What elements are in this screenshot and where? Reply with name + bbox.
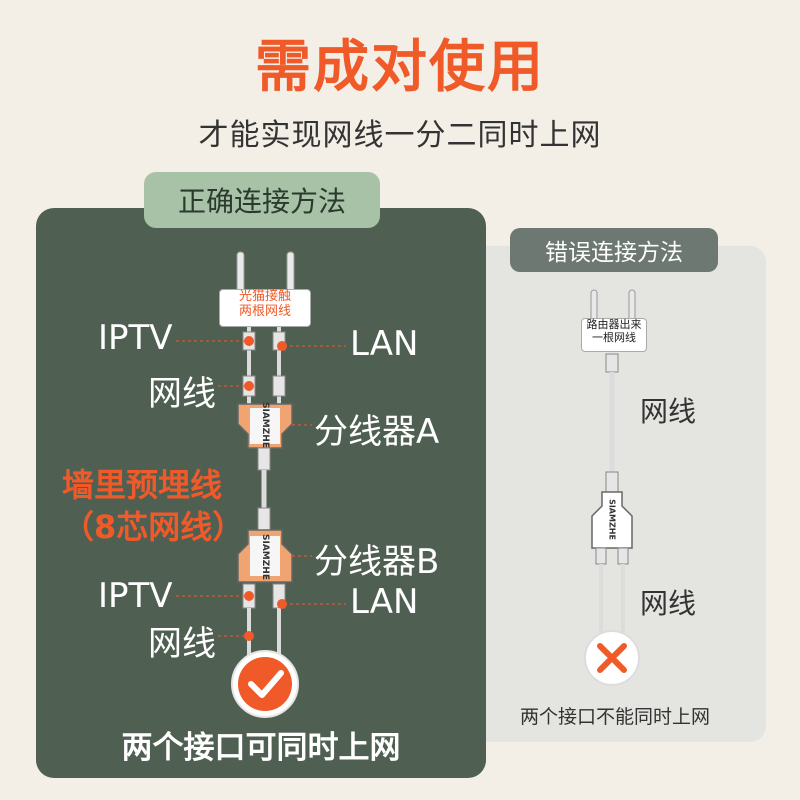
cable-label-bottom: 网线: [148, 624, 216, 664]
wall-cable-sublabel: （8芯网线）: [62, 508, 245, 546]
cross-icon: [584, 630, 640, 686]
correct-result-text: 两个接口可同时上网: [121, 730, 401, 766]
marker-dots-left: [244, 336, 287, 641]
router-label-line2: 两根网线: [238, 303, 291, 319]
splitter-b-label: 分线器B: [314, 542, 440, 582]
iptv-label-top: IPTV: [98, 318, 173, 358]
split-cables-wrong: [595, 547, 629, 636]
router-label-box: 光猫接触 两根网线: [219, 289, 311, 327]
check-icon: [231, 650, 299, 718]
splitter-a: [237, 403, 293, 449]
wall-cable: [257, 447, 271, 531]
wrong-result-text: 两个接口不能同时上网: [519, 706, 710, 728]
router-label-line1: 光猫接触: [238, 289, 291, 304]
label-leaders-left: [176, 340, 346, 637]
splitter-wrong-brand: SIAMZHE: [607, 499, 617, 540]
splitter-wrong: [591, 491, 633, 549]
splitter-a-brand: SIAMZHE: [260, 402, 270, 448]
router-label-box-wrong: 路由器出来 一根网线: [581, 318, 647, 352]
splitter-b: [237, 529, 293, 583]
iptv-label-bottom: IPTV: [98, 576, 173, 616]
lan-label-top: LAN: [350, 324, 419, 364]
cable-label-top: 网线: [148, 374, 216, 414]
correct-method-tag: 正确连接方法: [144, 172, 380, 228]
cable-label-wrong-top: 网线: [640, 395, 697, 428]
splitter-b-brand: SIAMZHE: [260, 534, 270, 580]
lan-label-bottom: LAN: [350, 582, 419, 622]
splitter-a-label: 分线器A: [314, 412, 440, 452]
wall-cable-label: 墙里预埋线: [62, 466, 223, 504]
wrong-method-tag: 错误连接方法: [510, 228, 718, 272]
router-label-wrong-line1: 路由器出来: [586, 318, 642, 331]
page-title: 需成对使用: [255, 35, 545, 100]
page-subtitle: 才能实现网线一分二同时上网: [198, 118, 602, 153]
cable-label-wrong-bottom: 网线: [640, 587, 697, 620]
router-label-wrong-line2: 一根网线: [592, 330, 636, 344]
single-cable-wrong: [605, 353, 619, 493]
